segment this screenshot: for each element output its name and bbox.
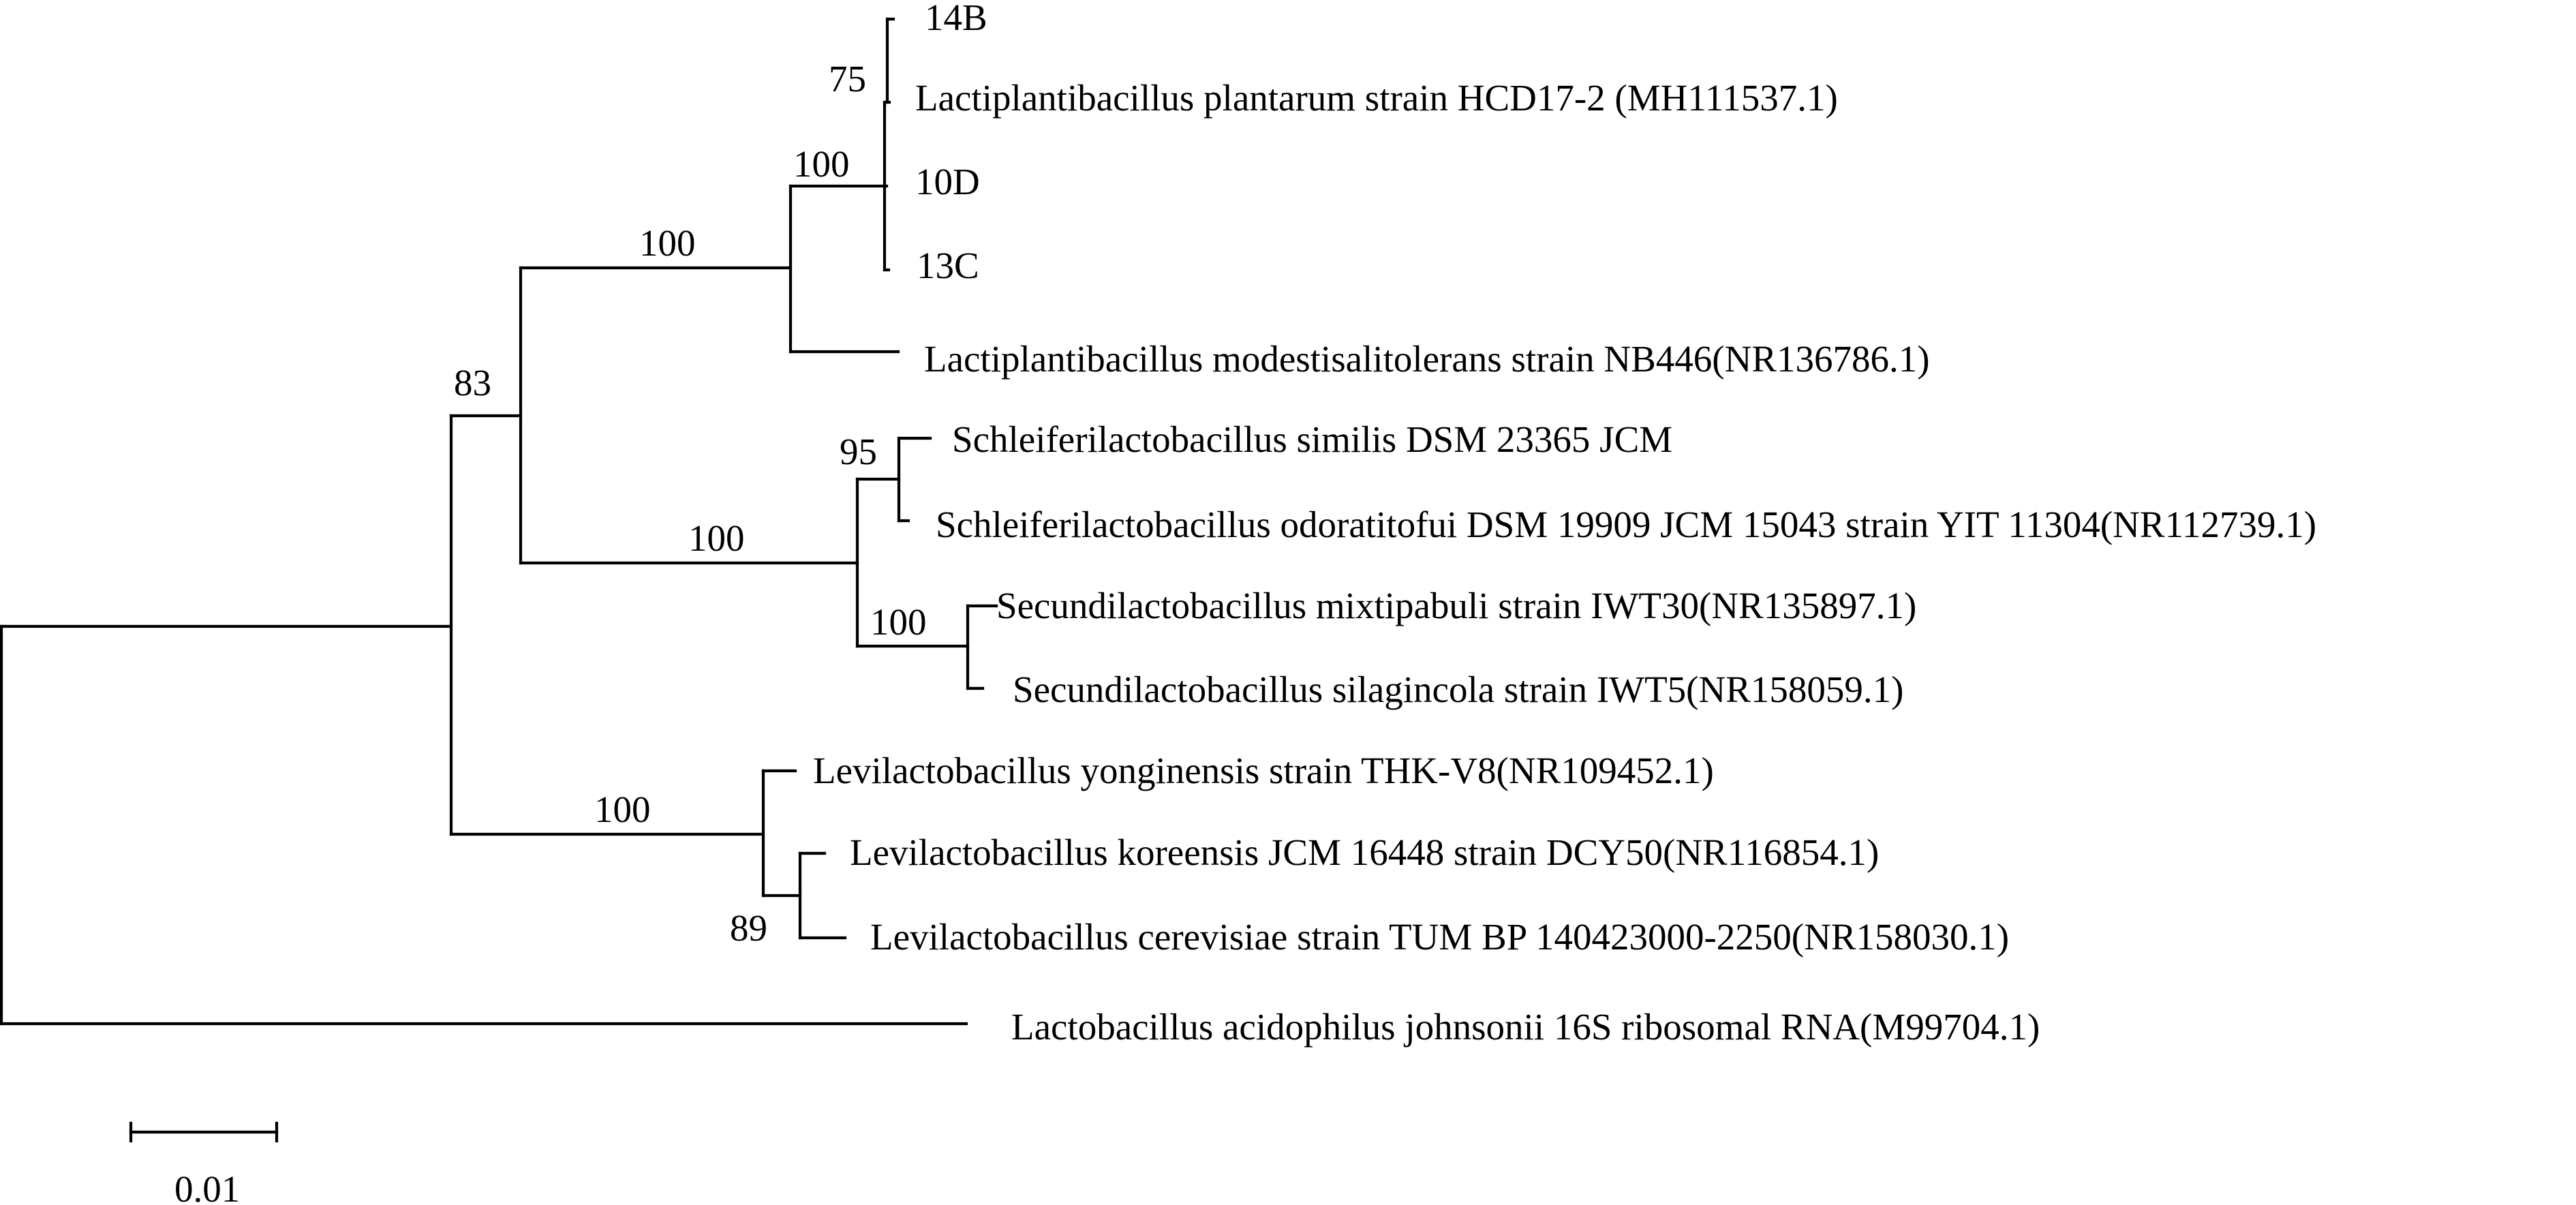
taxon-label: Secundilactobacillus silagincola strain … [1013, 669, 1903, 710]
bootstrap-value: 100 [870, 601, 927, 643]
taxon-label: Schleiferilactobacillus similis DSM 2336… [952, 418, 1672, 460]
taxon-label: Schleiferilactobacillus odoratitofui DSM… [936, 504, 2316, 545]
taxon-label: Lactobacillus acidophilus johnsonii 16S … [1011, 1006, 2040, 1048]
bootstrap-value: 100 [639, 222, 696, 264]
bootstrap-value: 75 [829, 58, 866, 100]
taxon-labels: 14B Lactiplantibacillus plantarum strain… [813, 0, 2316, 1048]
taxon-label: 13C [917, 245, 979, 286]
bootstrap-value: 89 [730, 907, 767, 949]
taxon-label: Levilactobacillus yonginensis strain THK… [813, 750, 1714, 791]
bootstrap-value: 83 [454, 362, 491, 403]
scale-bar-label: 0.01 [174, 1168, 240, 1205]
bootstrap-value: 95 [840, 431, 877, 472]
taxon-label: 10D [915, 161, 980, 202]
taxon-label: Levilactobacillus cerevisiae strain TUM … [870, 916, 2009, 958]
scale-bar: 0.01 [129, 1121, 279, 1205]
tree-branches [0, 17, 998, 1026]
taxon-label: Lactiplantibacillus modestisalitolerans … [924, 338, 1930, 380]
bootstrap-value: 100 [594, 789, 651, 830]
bootstrap-value: 100 [793, 143, 850, 185]
taxon-label: Levilactobacillus koreensis JCM 16448 st… [850, 832, 1879, 873]
bootstrap-value: 100 [688, 517, 745, 559]
taxon-label: Lactiplantibacillus plantarum strain HCD… [915, 77, 1838, 119]
taxon-label: 14B [925, 0, 987, 38]
taxon-label: Secundilactobacillus mixtipabuli strain … [996, 585, 1916, 626]
bootstrap-values: 75 100 100 83 95 100 100 100 89 [454, 58, 927, 949]
